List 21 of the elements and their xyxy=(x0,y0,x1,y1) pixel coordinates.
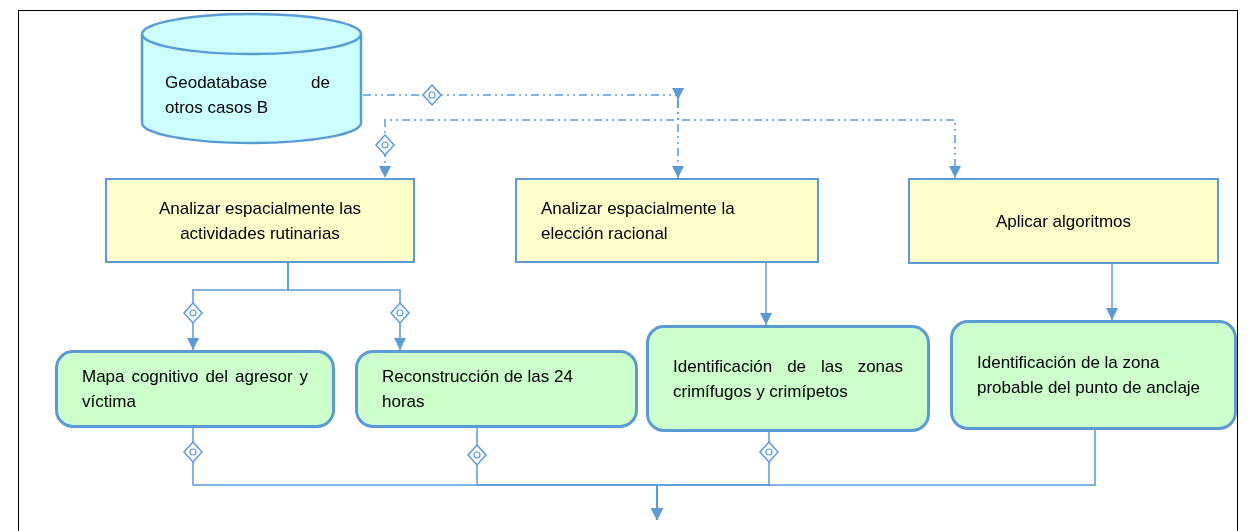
process-box xyxy=(646,325,930,432)
arrow xyxy=(760,262,772,326)
process-box xyxy=(355,350,638,428)
node-text: Aplicar algoritmos xyxy=(994,210,1133,233)
node-text: Geodatabase de otros casos B xyxy=(165,72,330,119)
process-box xyxy=(950,320,1237,430)
process-box xyxy=(515,178,819,263)
arrow xyxy=(287,262,406,351)
node-text: Mapa cognitivo del agresor y víctima xyxy=(82,366,308,413)
process-box xyxy=(105,178,415,263)
process-box xyxy=(908,178,1219,264)
node-text: Identificación de las zonas crimífugos y crimípetos xyxy=(673,355,903,403)
node-text: Identificación de la zona probable del punto de anclaje xyxy=(977,352,1202,399)
arrow xyxy=(677,99,961,179)
arrow xyxy=(362,88,684,101)
arrow xyxy=(651,429,1096,521)
node-text: Reconstrucción de las 24 horas xyxy=(382,366,574,413)
node-text: Analizar espacialmente la elección racional xyxy=(541,197,736,245)
arrow xyxy=(1106,263,1118,321)
process-box xyxy=(55,350,335,428)
node-text: Analizar espacialmente las actividades rutinarias xyxy=(157,197,363,245)
